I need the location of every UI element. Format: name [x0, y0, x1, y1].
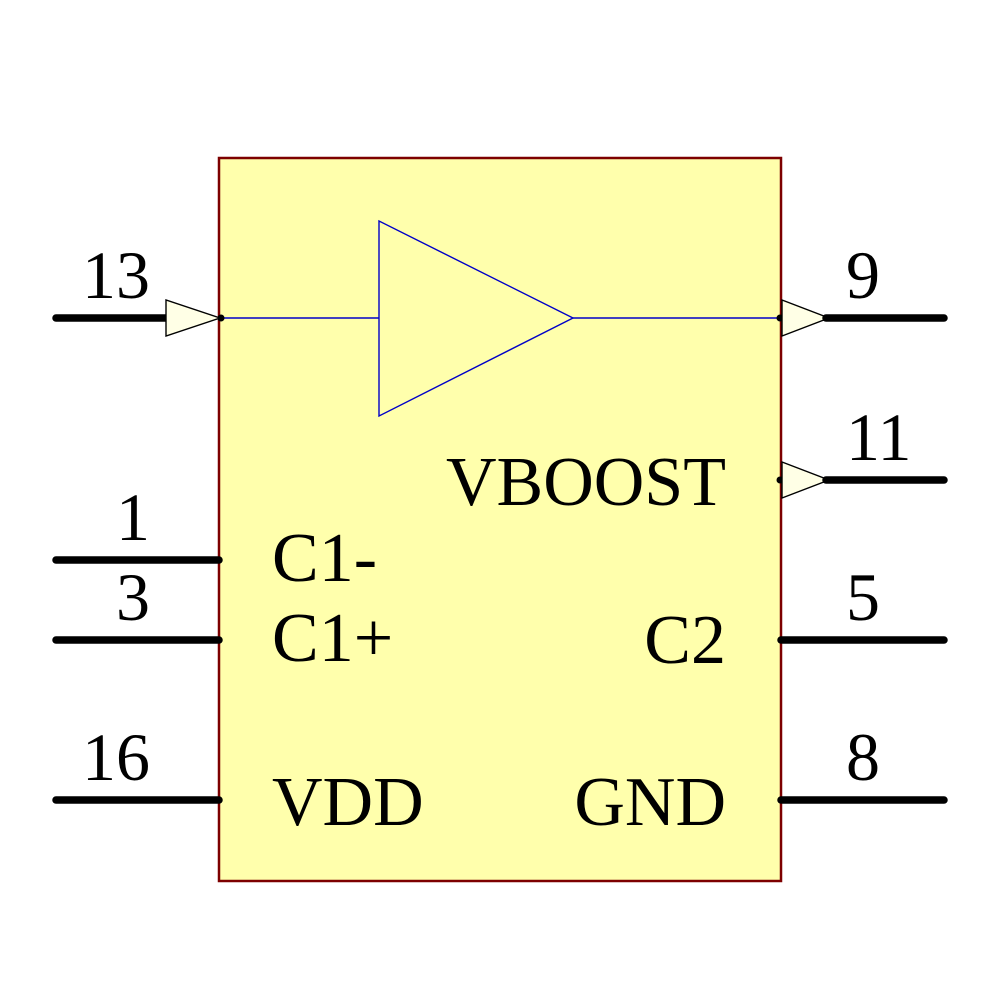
pin-8-number: 8 — [846, 719, 880, 795]
pin-13-number: 13 — [82, 237, 150, 313]
pin-16-number: 16 — [82, 719, 150, 795]
pin-13-input-arrow-icon[interactable] — [165, 299, 223, 337]
pin-1-number: 1 — [116, 479, 150, 555]
pin-9-output-arrow-icon[interactable] — [781, 298, 831, 338]
pin-11-number: 11 — [846, 399, 912, 475]
pin-label-vdd: VDD — [272, 764, 424, 841]
pin-9-number: 9 — [846, 237, 880, 313]
pin-label-c2: C2 — [644, 602, 726, 679]
pin-11-output-arrow-icon[interactable] — [781, 460, 831, 500]
pin-label-c1-plus: C1+ — [272, 600, 394, 677]
pin-label-vboost: VBOOST — [445, 444, 726, 521]
pin-3-number: 3 — [116, 559, 150, 635]
pin-label-gnd: GND — [574, 764, 726, 841]
pin-5-number: 5 — [846, 559, 880, 635]
pin-label-c1-minus: C1- — [272, 520, 377, 597]
component-body[interactable] — [217, 156, 783, 883]
